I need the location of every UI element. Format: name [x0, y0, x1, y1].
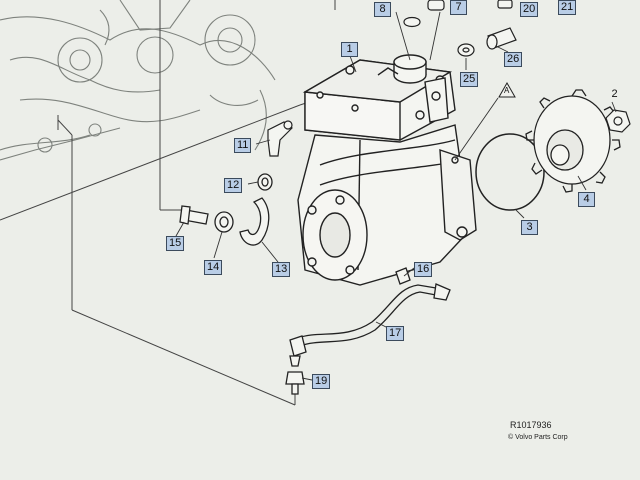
- warning-triangle-icon: [498, 81, 516, 98]
- callout-26: 26: [504, 52, 523, 67]
- drawing-id: R1017936: [510, 420, 552, 430]
- callout-4: 4: [578, 192, 595, 207]
- callout-1: 1: [341, 42, 358, 57]
- callout-3: 3: [521, 220, 538, 235]
- gear-drawing: [525, 89, 621, 193]
- callout-20: 20: [520, 2, 539, 17]
- o-ring-drawing: [475, 133, 545, 211]
- nut-drawing: [605, 109, 631, 133]
- callout-17: 17: [386, 326, 405, 341]
- fittings-drawing: [403, 0, 517, 57]
- callout-21: 21: [558, 0, 577, 15]
- pipe-drawing: [285, 267, 451, 395]
- callout-7: 7: [450, 0, 467, 15]
- copyright-text: © Volvo Parts Corp: [508, 434, 568, 441]
- hose-drawing: [179, 173, 273, 246]
- callout-8: 8: [374, 2, 391, 17]
- callout-12: 12: [224, 178, 243, 193]
- callout-13: 13: [272, 262, 291, 277]
- callout-19: 19: [312, 374, 331, 389]
- air-compressor-drawing: [297, 54, 477, 286]
- callout-15: 15: [166, 236, 185, 251]
- callout-2: 2: [611, 88, 618, 100]
- engine-block-drawing: [0, 0, 276, 161]
- callout-14: 14: [204, 260, 223, 275]
- callout-a-triangle: A: [498, 81, 516, 98]
- callout-16: 16: [414, 262, 433, 277]
- banjo-fitting-drawing: [267, 120, 293, 157]
- callout-a-label: A: [504, 86, 510, 95]
- callout-11: 11: [234, 138, 252, 153]
- callout-25: 25: [460, 72, 479, 87]
